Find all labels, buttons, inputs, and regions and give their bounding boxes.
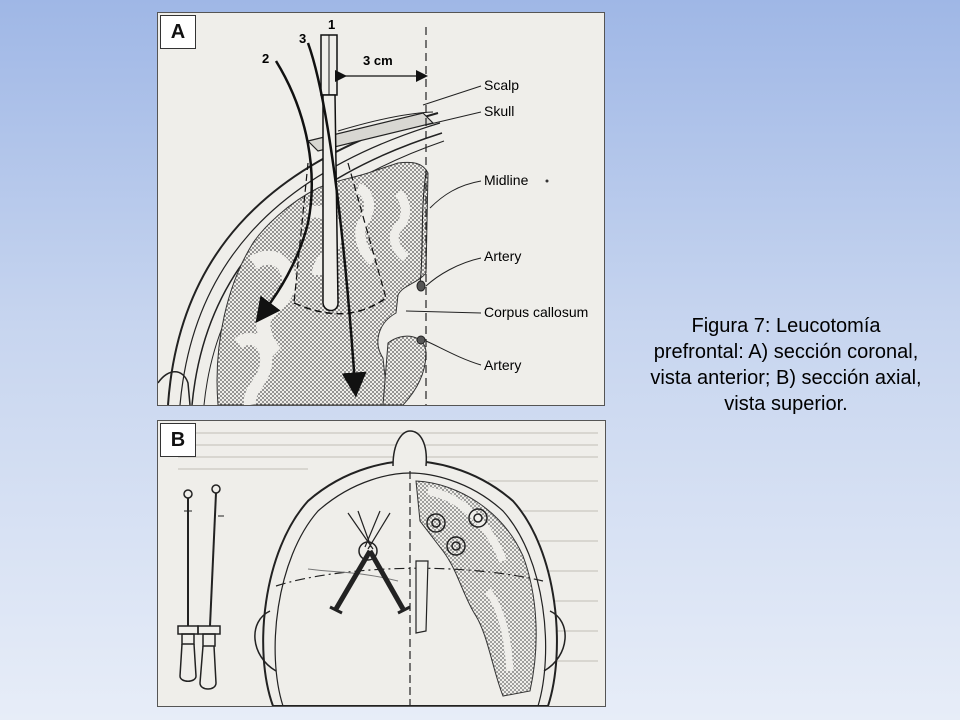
crossed-instruments [329,510,411,615]
caption-line: vista superior. [724,393,848,415]
caption-line: prefrontal: A) sección coronal, [653,341,919,363]
label-skull: Skull [484,103,514,119]
label-artery-top: Artery [484,248,521,264]
label-corpus-callosum: Corpus callosum [484,304,588,320]
nose [392,430,428,467]
figure-caption: Figura 7: Leucotomía prefrontal: A) secc… [620,313,952,417]
tool-number-2: 2 [262,51,269,66]
lower-lobe [382,335,427,405]
caption-line: vista anterior; B) sección axial, [650,367,922,389]
annotation-leaders [405,85,482,366]
leucotome-instruments-left [177,484,224,690]
panel-a-coronal-section: A [157,12,605,406]
panel-b-axial-section: B [157,420,606,707]
trajectory-3 [306,42,367,398]
coronal-section-drawing: 1 2 3 3 cm Scalp Skull Midline Artery Co… [158,17,588,405]
left-ear [254,610,277,672]
right-ear [543,610,566,672]
trajectory-2 [255,60,313,324]
panel-a-label: A [160,15,196,49]
tool-number-1: 1 [328,17,335,32]
artery-bottom-marker [416,335,426,345]
burr-hole-targets [426,508,488,556]
caption-line: Figura 7: Leucotomía [691,315,881,337]
coronal-suture [275,567,544,587]
label-artery-bottom: Artery [484,357,521,373]
leucotome-tool [320,34,339,312]
artery-top-marker [416,280,426,292]
label-scalp: Scalp [484,77,519,93]
label-midline: Midline [484,172,529,188]
panel-b-label: B [160,423,196,457]
axial-section-drawing [177,430,598,706]
distance-label: 3 cm [363,53,393,68]
tool-number-3: 3 [299,31,306,46]
